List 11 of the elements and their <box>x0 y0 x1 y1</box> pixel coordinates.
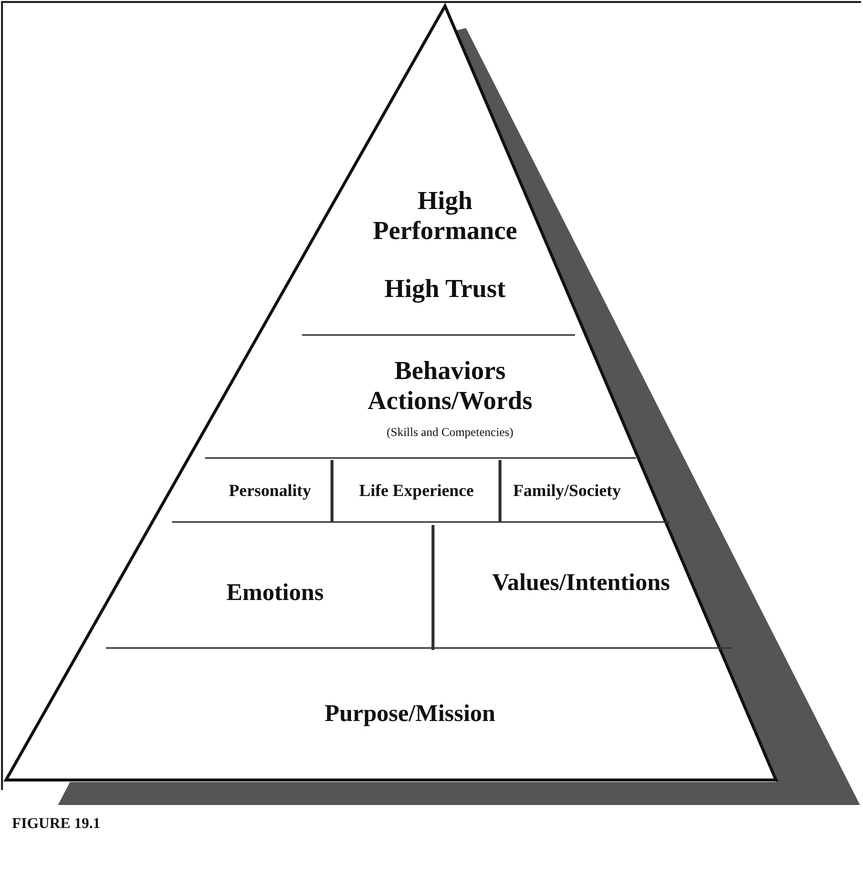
tier-label: Family/Society <box>513 481 621 501</box>
figure-caption: FIGURE 19.1 <box>12 816 100 833</box>
tier-title: High Trust <box>384 274 506 304</box>
tier-label: Emotions <box>226 580 324 608</box>
tier-title: Behaviors Actions/Words <box>366 356 534 416</box>
tier-label: Values/Intentions <box>492 570 670 598</box>
tier-title: High Performance <box>372 186 518 246</box>
tier-label: Personality <box>228 481 312 501</box>
tier-label: Life Experience <box>359 481 474 501</box>
tier-note: (Skills and Competencies) <box>386 426 514 440</box>
tier-label: Purpose/Mission <box>324 701 496 729</box>
